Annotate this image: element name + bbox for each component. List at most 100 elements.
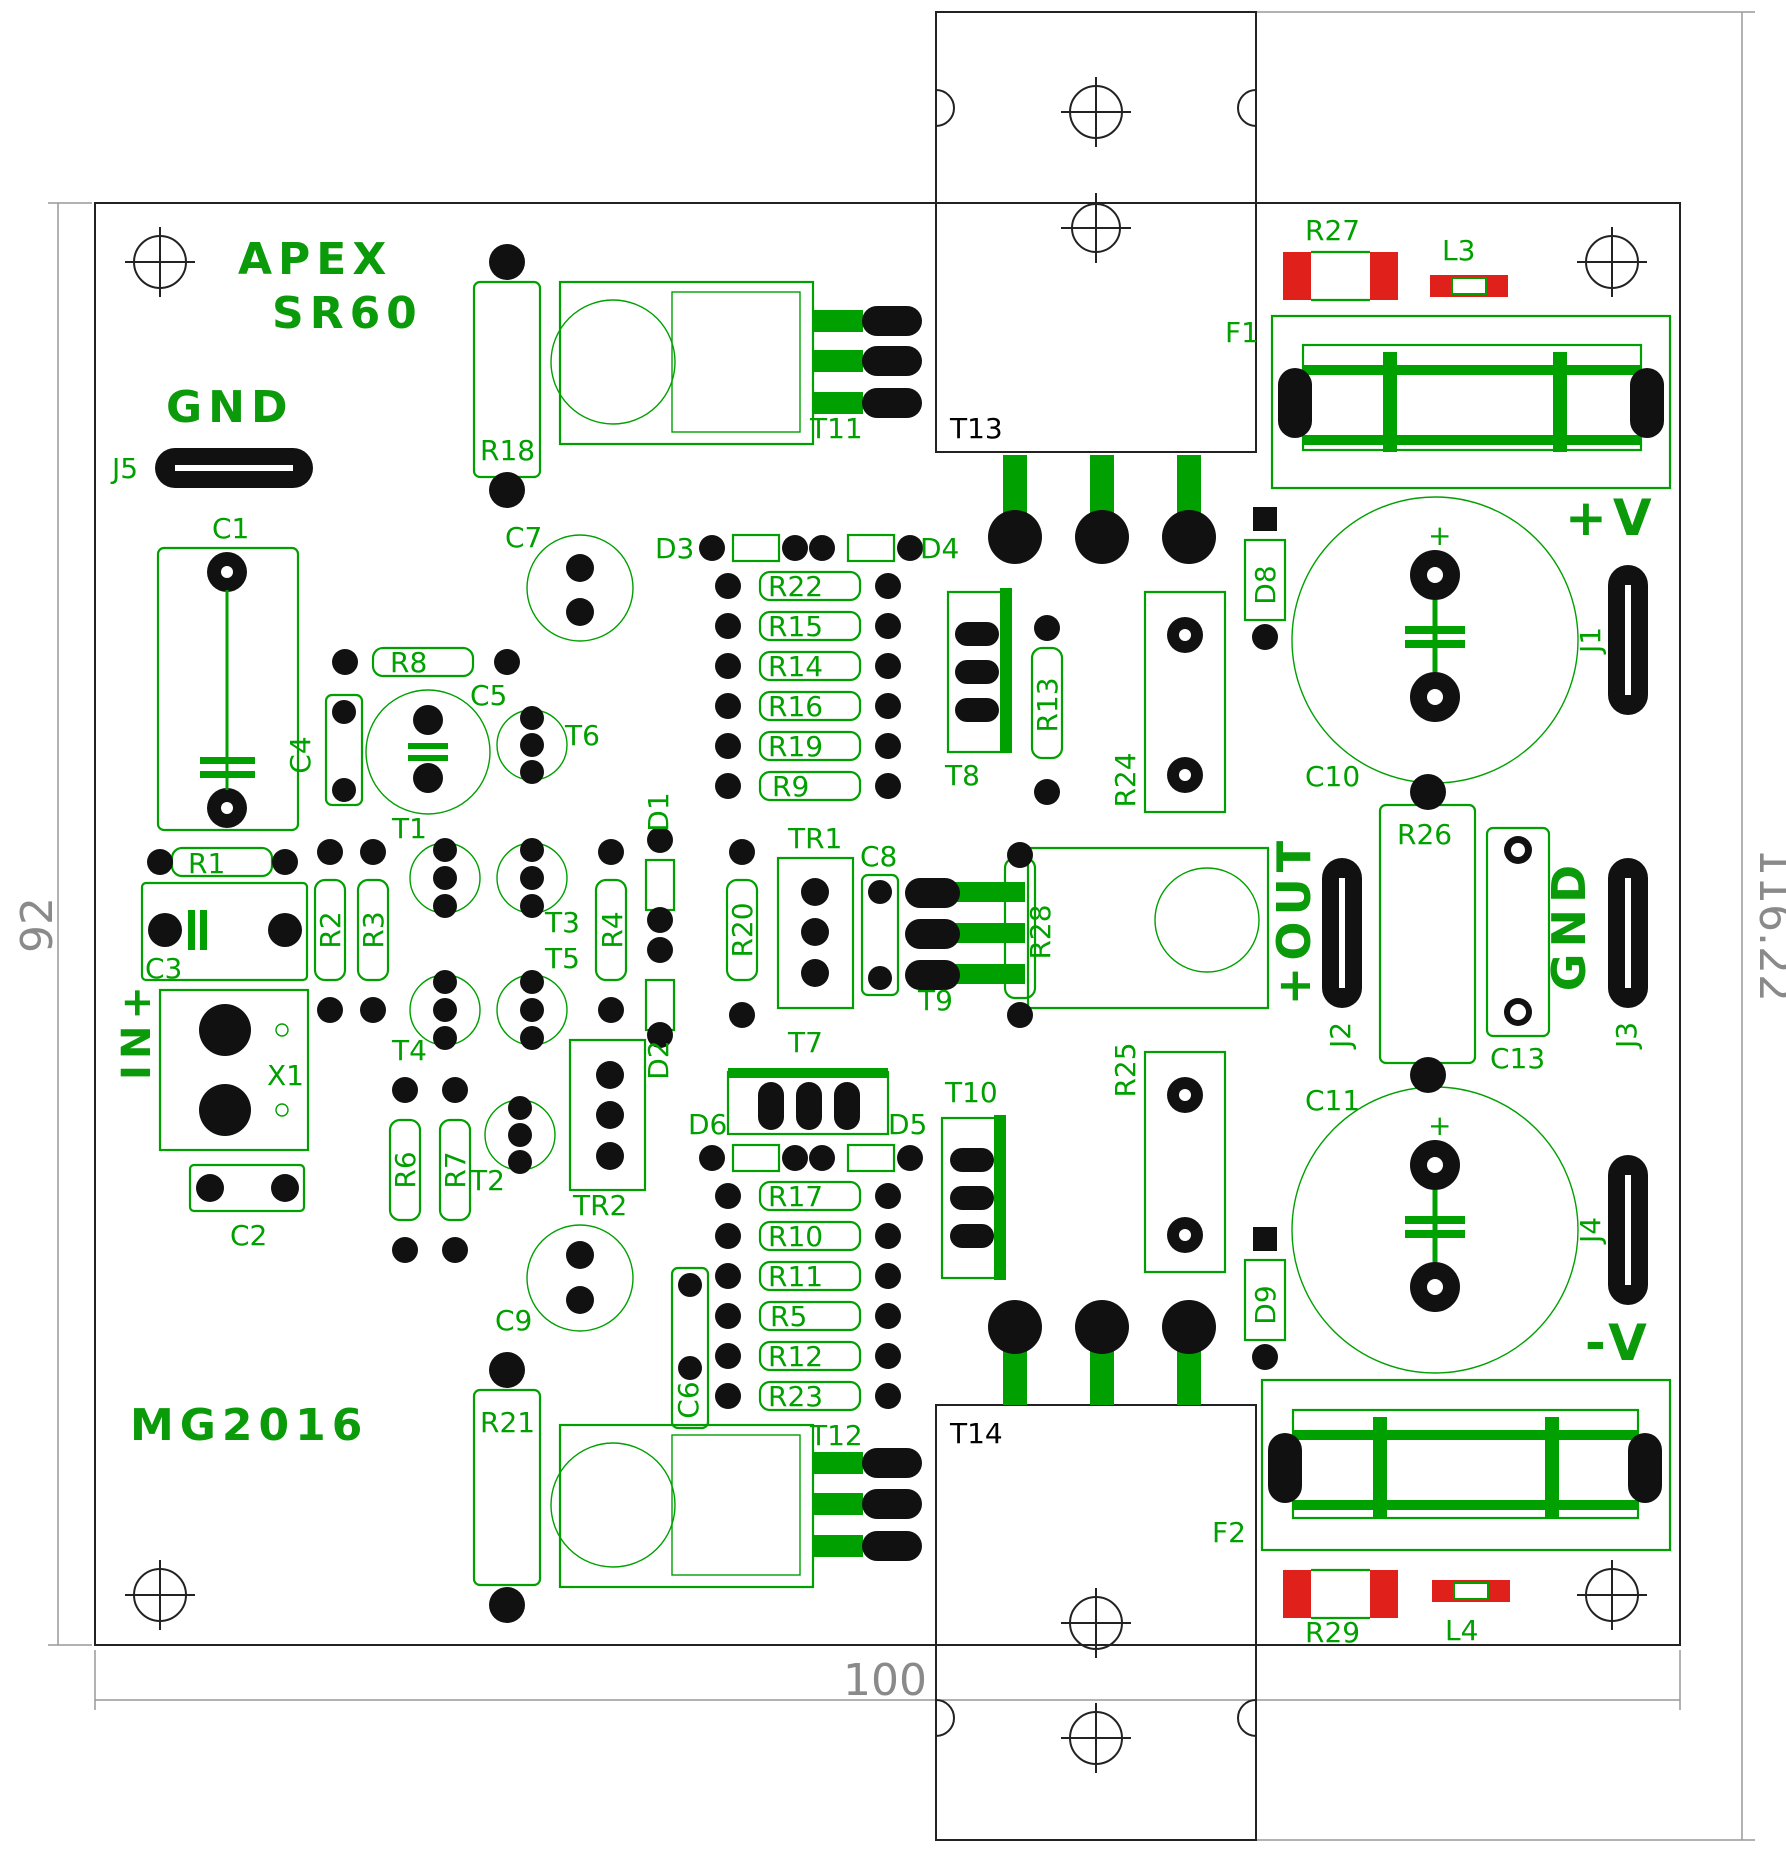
mounting-holes	[125, 77, 1647, 1773]
label-r9: R9	[772, 770, 809, 803]
label-tr1: TR1	[787, 822, 842, 855]
label-d2: D2	[642, 1040, 675, 1079]
label-t9: T9	[917, 984, 953, 1017]
capacitor-c3	[140, 881, 309, 982]
label-r15: R15	[768, 610, 823, 643]
label-t10: T10	[944, 1076, 998, 1109]
label-t1: T1	[391, 812, 427, 845]
capacitor-c2	[188, 1163, 306, 1213]
label-r28: R28	[1024, 904, 1057, 959]
label-d6: D6	[688, 1108, 727, 1141]
label-c3: C3	[145, 952, 182, 985]
connector-x1	[158, 988, 310, 1152]
capacitor-c13	[1485, 826, 1551, 1038]
trimmer-r24	[1143, 590, 1227, 814]
capacitor-c9	[526, 1224, 634, 1332]
label-c11: C11	[1305, 1084, 1360, 1117]
total-height-dimension: 116.22	[1749, 848, 1786, 1002]
label-c5: C5	[470, 679, 507, 712]
capacitor-c10: +	[1291, 496, 1579, 784]
trimmer-r25	[1143, 1050, 1227, 1274]
diodes-d3-d4	[699, 533, 923, 563]
label-r25: R25	[1109, 1042, 1142, 1097]
label-c13: C13	[1490, 1042, 1545, 1075]
label-plus-v: +V	[1565, 489, 1658, 547]
label-t14: T14	[949, 1417, 1003, 1450]
transistor-t14-legs	[988, 1300, 1216, 1405]
label-in: IN+	[114, 980, 160, 1080]
diodes-d5-d6	[699, 1143, 923, 1173]
label-r7: R7	[439, 1151, 472, 1188]
resistor-r21	[472, 1352, 542, 1623]
label-r8: R8	[390, 646, 427, 679]
label-r13: R13	[1031, 677, 1064, 732]
label-j2: J2	[1324, 1022, 1357, 1050]
capacitor-c1	[156, 546, 300, 832]
label-d4: D4	[920, 532, 959, 565]
label-r23: R23	[768, 1380, 823, 1413]
jumper-j1	[1608, 565, 1648, 715]
label-t8: T8	[944, 759, 980, 792]
label-d8: D8	[1249, 565, 1282, 604]
label-r21: R21	[480, 1406, 535, 1439]
label-j5: J5	[110, 452, 138, 485]
title-apex: APEX	[238, 234, 392, 285]
resistor-column-lower	[715, 1180, 901, 1412]
label-d5: D5	[888, 1108, 927, 1141]
resistor-column-upper	[715, 570, 901, 802]
label-r3: R3	[357, 911, 390, 948]
label-t5: T5	[544, 942, 580, 975]
svg-text:+: +	[1428, 519, 1451, 552]
label-gnd-top: GND	[166, 382, 293, 433]
capacitor-c5	[365, 689, 491, 815]
label-r26: R26	[1397, 818, 1452, 851]
transistor-t9	[905, 846, 1270, 1010]
transistor-t7	[726, 1068, 890, 1136]
label-c7: C7	[505, 521, 542, 554]
dimension-lines	[48, 11, 1755, 1841]
transistor-t10	[940, 1115, 1006, 1280]
label-tr2: TR2	[572, 1189, 627, 1222]
footer-mg2016: MG2016	[130, 1400, 368, 1451]
label-d9: D9	[1249, 1285, 1282, 1324]
transistor-t11	[550, 280, 922, 446]
fuse-f2	[1260, 1378, 1672, 1552]
label-r29: R29	[1305, 1616, 1360, 1649]
label-r18: R18	[480, 434, 535, 467]
label-r2: R2	[314, 911, 347, 948]
label-out: +OUT	[1267, 835, 1321, 1005]
label-x1: X1	[267, 1059, 304, 1092]
label-r14: R14	[768, 650, 823, 683]
label-f1: F1	[1225, 316, 1259, 349]
fuse-f1	[1270, 314, 1672, 490]
label-c2: C2	[230, 1219, 267, 1252]
label-c1: C1	[212, 512, 249, 545]
label-j3: J3	[1610, 1022, 1643, 1050]
jumper-j2	[1322, 858, 1362, 1008]
board-width-dimension: 100	[843, 1655, 927, 1706]
board-outline	[94, 202, 1681, 1646]
label-r5: R5	[770, 1300, 807, 1333]
jumper-j3	[1608, 858, 1648, 1008]
transistor-t8	[946, 588, 1012, 754]
label-r17: R17	[768, 1180, 823, 1213]
small-transistors	[409, 706, 568, 1174]
label-r20: R20	[726, 902, 759, 957]
label-l4: L4	[1445, 1614, 1478, 1647]
designator-labels: C1 C2 C3 C4 C5 C6 C7 C8 C9 C10 C11 C13 R…	[110, 214, 1643, 1649]
label-t3: T3	[544, 906, 580, 939]
trimmer-tr2	[568, 1038, 647, 1192]
label-minus-v: -V	[1585, 1314, 1653, 1372]
diode-d8	[1243, 507, 1287, 650]
label-c8: C8	[860, 840, 897, 873]
label-r10: R10	[768, 1220, 823, 1253]
label-r1: R1	[188, 847, 225, 880]
capacitor-c11: +	[1291, 1086, 1579, 1374]
label-r22: R22	[768, 570, 823, 603]
label-r24: R24	[1109, 752, 1142, 807]
smd-r27	[1283, 250, 1398, 302]
capacitor-c6	[670, 1266, 710, 1430]
label-r19: R19	[768, 730, 823, 763]
label-r4: R4	[596, 911, 629, 948]
